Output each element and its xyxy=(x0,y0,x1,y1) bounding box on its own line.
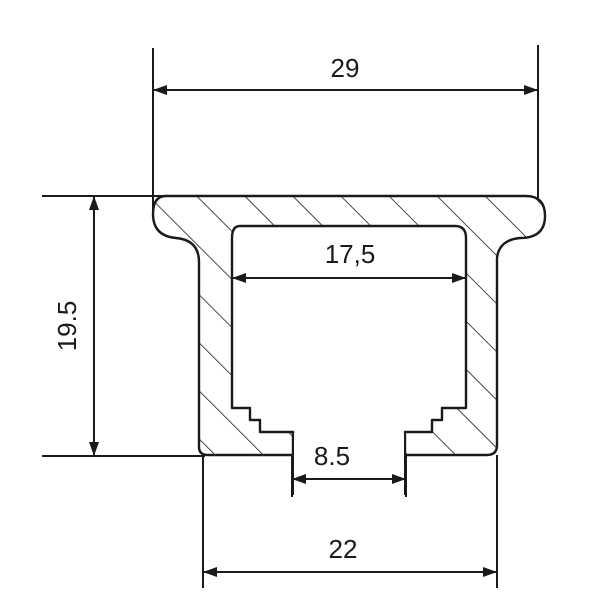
slot-opening xyxy=(294,433,404,495)
dimension-label-height: 19.5 xyxy=(52,301,82,352)
dimension-label-inner-width: 17,5 xyxy=(325,239,376,269)
dimension-label-top-width: 29 xyxy=(331,53,360,83)
dimension-label-slot-width: 8.5 xyxy=(314,441,350,471)
dimension-label-bottom-width: 22 xyxy=(329,534,358,564)
